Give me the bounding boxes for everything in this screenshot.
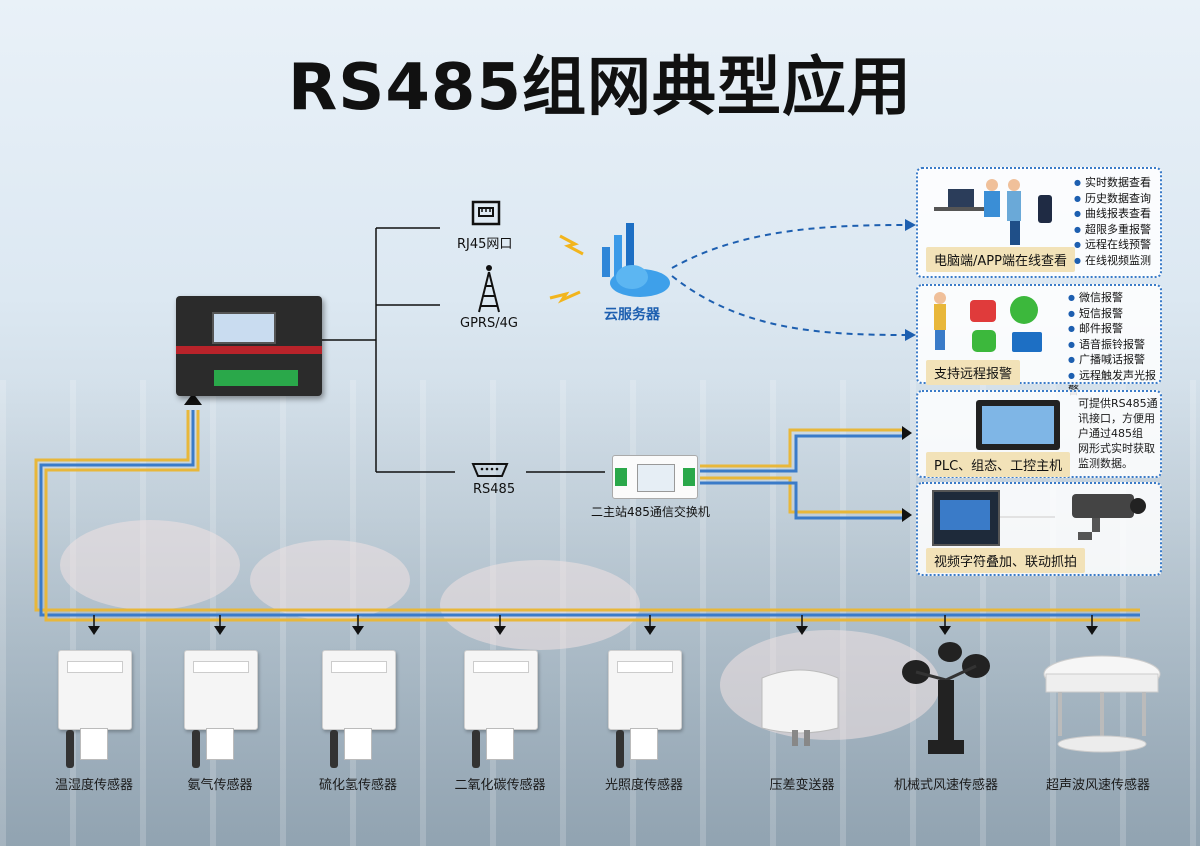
sensor-label: 超声波风速传感器	[1045, 778, 1150, 793]
sensor-label: 光照度传感器	[604, 778, 683, 793]
panel-tag: PLC、组态、工控主机	[926, 452, 1071, 477]
sensor-cup-anemometer	[902, 642, 990, 754]
data-logger-device	[176, 296, 322, 396]
ethernet-port-icon	[471, 200, 501, 226]
sensor-label: 温湿度传感器	[54, 778, 133, 793]
plc-description: 可提供RS485通 讯接口，方便用 户通过485组 网形式实时获取 监测数据。	[1078, 396, 1158, 471]
sensor-label: 硫化氢传感器	[318, 778, 397, 793]
desc-line: 网形式实时获取	[1078, 442, 1155, 455]
data-logger-terminal	[214, 370, 298, 386]
switch-label: 二主站485通信交换机	[591, 505, 710, 519]
cell-tower-icon	[478, 265, 500, 313]
list-item: 历史数据查询	[1074, 191, 1151, 207]
panel-video-overlay: 视频字符叠加、联动抓拍	[916, 482, 1162, 576]
background-pig	[60, 520, 240, 610]
rj45-label: RJ45网口	[457, 237, 513, 252]
desc-line: 讯接口，方便用	[1078, 412, 1155, 425]
desc-line: 可提供RS485通	[1078, 397, 1158, 410]
background-pig	[440, 560, 640, 650]
switch-device-icon	[612, 455, 698, 499]
data-logger-stripe	[176, 346, 322, 354]
video-overlay-device-icon	[932, 490, 1000, 546]
feature-list: 实时数据查看 历史数据查询 曲线报表查看 超限多重报警 远程在线预警 在线视频监…	[1074, 175, 1151, 268]
panel-tag: 电脑端/APP端在线查看	[926, 247, 1075, 272]
list-item: 微信报警	[1068, 290, 1160, 306]
gprs-label: GPRS/4G	[460, 316, 518, 331]
security-camera-icon	[1072, 494, 1146, 540]
list-item: 语音振铃报警	[1068, 337, 1160, 353]
list-item: 短信报警	[1068, 306, 1160, 322]
panel-remote-alarm: 支持远程报警 微信报警 短信报警 邮件报警 语音振铃报警 广播喊话报警 远程触发…	[916, 284, 1162, 397]
sensor-label: 二氧化碳传感器	[454, 778, 546, 793]
sensor-differential-pressure	[761, 669, 839, 746]
sensor-ultrasonic-anemometer	[1043, 655, 1161, 753]
list-item: 广播喊话报警	[1068, 352, 1160, 368]
alarm-list: 微信报警 短信报警 邮件报警 语音振铃报警 广播喊话报警 远程触发声光报警	[1068, 290, 1160, 399]
panel-tag: 视频字符叠加、联动抓拍	[926, 548, 1086, 573]
cloud-server-icon	[602, 223, 670, 297]
panel-tag: 支持远程报警	[926, 360, 1021, 385]
serial-port-icon	[471, 463, 509, 477]
background-pig	[250, 540, 410, 620]
alarm-icons	[934, 292, 1042, 352]
list-item: 在线视频监测	[1074, 253, 1151, 269]
sensor-label: 氨气传感器	[187, 778, 253, 793]
industrial-monitor-icon	[976, 400, 1060, 450]
list-item: 超限多重报警	[1074, 222, 1151, 238]
people-phone-icon	[934, 179, 1052, 245]
sensor-label: 压差变送器	[769, 778, 835, 793]
panel-plc-host: PLC、组态、工控主机 可提供RS485通 讯接口，方便用 户通过485组 网形…	[916, 390, 1162, 478]
rs485-label: RS485	[473, 482, 516, 497]
list-item: 远程在线预警	[1074, 237, 1151, 253]
desc-line: 户通过485组	[1078, 427, 1143, 440]
list-item: 实时数据查看	[1074, 175, 1151, 191]
desc-line: 监测数据。	[1078, 457, 1133, 470]
list-item: 曲线报表查看	[1074, 206, 1151, 222]
panel-online-view: 电脑端/APP端在线查看 实时数据查看 历史数据查询 曲线报表查看 超限多重报警…	[916, 167, 1162, 278]
data-logger-screen	[212, 312, 276, 344]
page-title: RS485组网典型应用	[288, 51, 912, 125]
cloud-label: 云服务器	[604, 307, 660, 323]
sensor-label: 机械式风速传感器	[893, 778, 998, 793]
list-item: 邮件报警	[1068, 321, 1160, 337]
